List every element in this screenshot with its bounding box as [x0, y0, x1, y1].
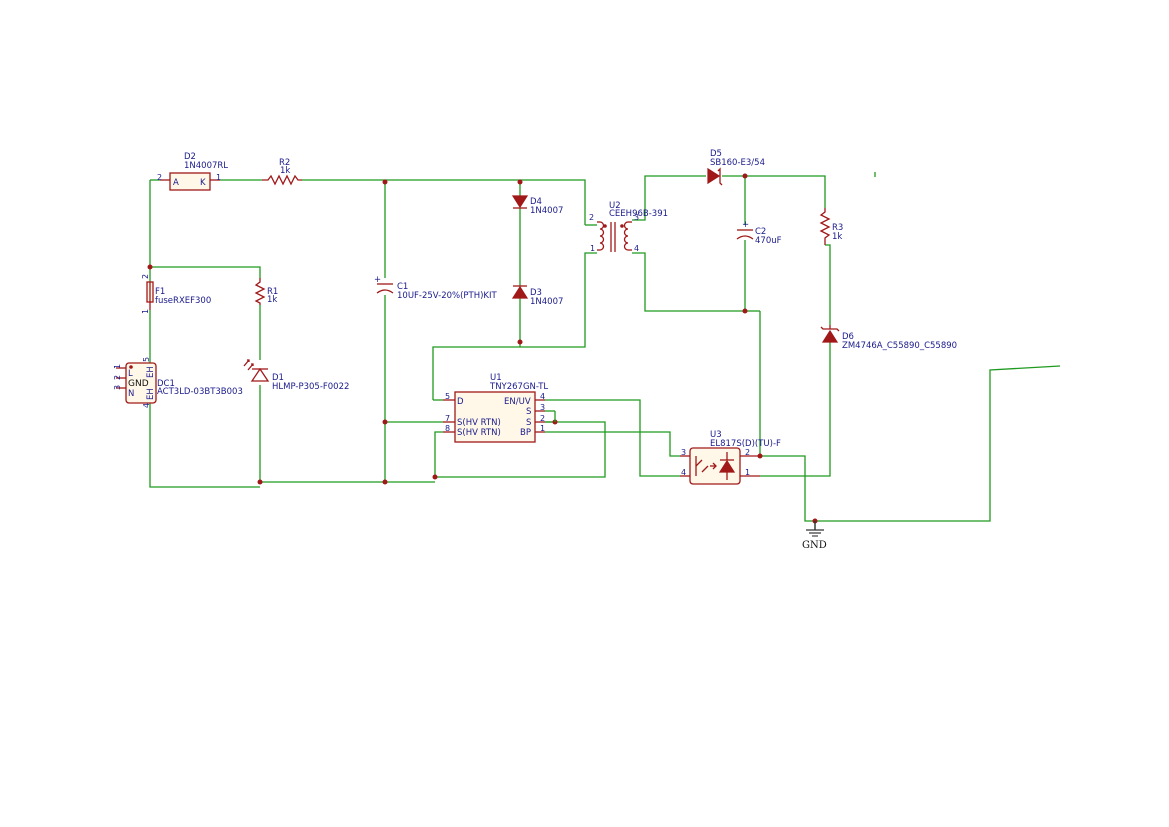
u1-pin1-name: BP — [520, 428, 531, 438]
ground-symbol: GND — [802, 521, 827, 551]
resistor-r3[interactable]: R3 1k — [819, 208, 843, 245]
diode-d2[interactable]: D2 1N4007RL A K 2 1 — [157, 152, 228, 191]
u1-ref: U1 — [490, 373, 502, 383]
zener-d6[interactable]: D6 ZM4746A_C55890_C55890 — [820, 325, 957, 351]
u1-pin1-num: 1 — [540, 424, 545, 433]
diode-d5[interactable]: D5 SB160-E3/54 — [707, 149, 765, 186]
d2-pin-k: K — [200, 178, 206, 188]
d1-ref: D1 — [272, 373, 284, 383]
f1-value: fuseRXEF300 — [155, 296, 211, 306]
u1-pin8-name: S(HV RTN) — [457, 428, 501, 438]
c2-value: 470uF — [755, 236, 782, 246]
u1-pin7-name: S(HV RTN) — [457, 418, 501, 428]
c1-value: 10UF-25V-20%(PTH)KIT — [397, 291, 498, 301]
r3-value: 1k — [832, 232, 842, 242]
r2-ref: R2 — [279, 158, 290, 168]
diode-d3[interactable]: D3 1N4007 — [511, 285, 563, 307]
d5-value: SB160-E3/54 — [710, 158, 765, 168]
dc1-pin-n: N — [128, 389, 134, 399]
u1-pin2-name: S — [526, 418, 531, 428]
connector-dc1[interactable]: L GND N EH EH 1 2 3 5 4 DC1 ACT3LD-03BT3… — [113, 357, 243, 408]
d4-ref: D4 — [530, 197, 542, 207]
u3-ref: U3 — [710, 430, 722, 440]
d6-ref: D6 — [842, 332, 854, 342]
optocoupler-u3[interactable]: U3 EL817S(D)(TU)-F 3 4 2 1 — [680, 430, 781, 485]
u2-ref: U2 — [609, 201, 621, 211]
u1-pin2-num: 2 — [540, 414, 545, 423]
f1-ref: F1 — [155, 287, 165, 297]
u1-pin8-num: 8 — [445, 424, 450, 433]
dc1-num1: 1 — [113, 364, 122, 369]
c1-plus: + — [374, 275, 381, 285]
c2-plus: + — [742, 220, 749, 230]
d2-ref: D2 — [184, 152, 196, 162]
fuse-f1[interactable]: F1 fuseRXEF300 2 1 — [141, 274, 211, 314]
u3-pin1: 1 — [745, 468, 750, 477]
d2-value: 1N4007RL — [184, 161, 228, 171]
u2-pin3: 3 — [634, 213, 639, 222]
dc1-pin-eh4: EH — [146, 388, 156, 400]
dc1-num5: 5 — [142, 357, 151, 362]
u2-pin1: 1 — [590, 244, 595, 253]
dc1-value: ACT3LD-03BT3B003 — [157, 387, 243, 397]
d3-value: 1N4007 — [530, 297, 563, 307]
u1-pin4-name: EN/UV — [504, 397, 531, 407]
gnd-label: GND — [802, 540, 827, 551]
d2-pin-a: A — [173, 178, 179, 188]
u3-pin4: 4 — [681, 468, 686, 477]
d3-ref: D3 — [530, 288, 542, 298]
u3-value: EL817S(D)(TU)-F — [710, 439, 781, 449]
d5-ref: D5 — [710, 149, 722, 159]
d2-pin2-num: 2 — [157, 173, 162, 182]
u1-pin3-num: 3 — [540, 403, 545, 412]
wires — [149, 172, 1061, 530]
dc1-ref: DC1 — [157, 379, 175, 389]
dc1-pin-gnd: GND — [128, 379, 149, 389]
u2-value: CEEH96B-391 — [609, 209, 668, 219]
led-d1[interactable]: D1 HLMP-P305-F0022 — [243, 359, 349, 392]
u1-value: TNY267GN-TL — [489, 382, 548, 392]
d6-value: ZM4746A_C55890_C55890 — [842, 341, 957, 351]
u2-pin2: 2 — [589, 213, 594, 222]
r2-value: 1k — [280, 166, 290, 176]
dc1-num4: 4 — [142, 403, 151, 408]
u1-pin3-name: S — [526, 407, 531, 417]
resistor-r2[interactable]: R2 1k — [262, 158, 302, 186]
u1-pin7-num: 7 — [445, 414, 450, 423]
resistor-r1[interactable]: R1 1k — [254, 278, 278, 305]
u3-pin3: 3 — [681, 448, 686, 457]
d2-pin1-num: 1 — [216, 173, 221, 182]
c2-ref: C2 — [755, 227, 766, 237]
r1-ref: R1 — [267, 287, 278, 297]
c1-ref: C1 — [397, 282, 408, 292]
u1-pin5-num: 5 — [445, 392, 450, 401]
u3-pin2: 2 — [745, 448, 750, 457]
r3-ref: R3 — [832, 223, 843, 233]
u2-pin4: 4 — [634, 244, 639, 253]
f1-pin1: 1 — [141, 309, 150, 314]
dc1-pin-eh5: EH — [146, 366, 156, 378]
d4-value: 1N4007 — [530, 206, 563, 216]
transformer-u2[interactable]: U2 CEEH96B-391 2 3 1 4 — [589, 201, 668, 253]
junctions — [147, 173, 818, 524]
dc1-num2: 2 — [113, 375, 122, 380]
capacitor-c2[interactable]: + C2 470uF — [736, 220, 782, 246]
d1-value: HLMP-P305-F0022 — [272, 382, 349, 392]
dc1-num3: 3 — [113, 385, 122, 390]
capacitor-c1[interactable]: + C1 10UF-25V-20%(PTH)KIT — [374, 275, 498, 301]
u1-pin5-name: D — [457, 397, 464, 407]
u1-pin4-num: 4 — [540, 392, 545, 401]
f1-pin2: 2 — [141, 274, 150, 279]
r1-value: 1k — [267, 295, 277, 305]
diode-d4[interactable]: D4 1N4007 — [511, 195, 563, 216]
ic-u1[interactable]: U1 TNY267GN-TL 5 7 8 D S(HV RTN) S(HV RT… — [443, 373, 556, 443]
dc1-pin-l: L — [128, 369, 133, 379]
